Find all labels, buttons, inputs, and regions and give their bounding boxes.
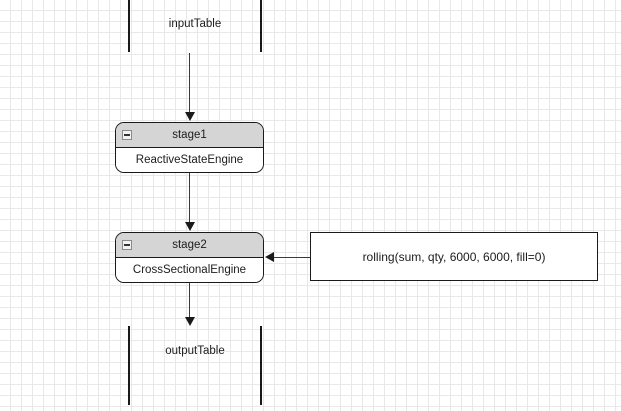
stage1-body-label: ReactiveStateEngine (135, 154, 244, 166)
edge-annotation-to-stage2-arrowhead (265, 252, 274, 262)
edge-annotation-to-stage2 (274, 256, 310, 258)
node-input-table[interactable]: inputTable (128, 0, 262, 52)
edge-stage1-to-stage2 (189, 173, 191, 223)
stage1-header[interactable]: stage1 (116, 123, 263, 148)
edge-stage2-to-output-arrowhead (184, 317, 195, 326)
edge-input-to-stage1-arrowhead (184, 112, 195, 121)
node-output-table[interactable]: outputTable (128, 326, 262, 405)
stage2-title: stage2 (172, 239, 207, 251)
collapse-minus-icon[interactable] (122, 130, 132, 140)
stage1-body[interactable]: ReactiveStateEngine (116, 148, 263, 172)
stage1-title: stage1 (172, 129, 207, 141)
minus-glyph (124, 244, 130, 246)
stage2-header[interactable]: stage2 (116, 233, 263, 258)
output-table-label: outputTable (165, 344, 225, 357)
minus-glyph (124, 134, 130, 136)
stage2-body[interactable]: CrossSectionalEngine (116, 258, 263, 282)
stage2-body-label: CrossSectionalEngine (132, 264, 247, 276)
edge-stage1-to-stage2-arrowhead (184, 222, 195, 231)
node-stage2[interactable]: stage2 CrossSectionalEngine (115, 232, 264, 283)
node-annotation-rolling[interactable]: rolling(sum, qty, 6000, 6000, fill=0) (310, 232, 598, 281)
input-table-label: inputTable (168, 18, 222, 31)
collapse-minus-icon[interactable] (122, 240, 132, 250)
edge-input-to-stage1 (189, 53, 191, 113)
edge-stage2-to-output (189, 283, 191, 318)
node-stage1[interactable]: stage1 ReactiveStateEngine (115, 122, 264, 173)
annotation-label: rolling(sum, qty, 6000, 6000, fill=0) (362, 249, 546, 264)
